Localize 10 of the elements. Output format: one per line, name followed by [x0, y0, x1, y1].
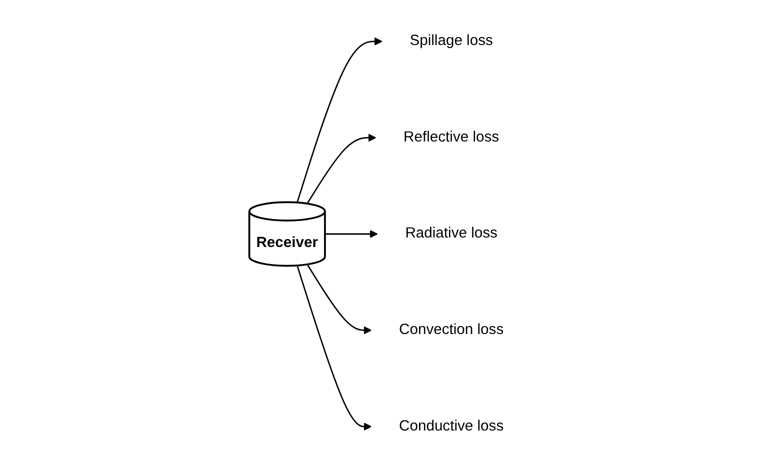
arrow: [296, 265, 372, 431]
node-text: Convection loss: [398, 322, 504, 338]
node-text: Conductive loss: [398, 418, 504, 434]
arrow: [324, 230, 378, 238]
node-text: Spillage loss: [409, 33, 493, 49]
node-text: Reflective loss: [403, 129, 499, 146]
arrow: [306, 134, 376, 204]
arrow: [296, 37, 382, 203]
arrow: [306, 264, 372, 334]
node-text: Radiative loss: [404, 226, 498, 242]
